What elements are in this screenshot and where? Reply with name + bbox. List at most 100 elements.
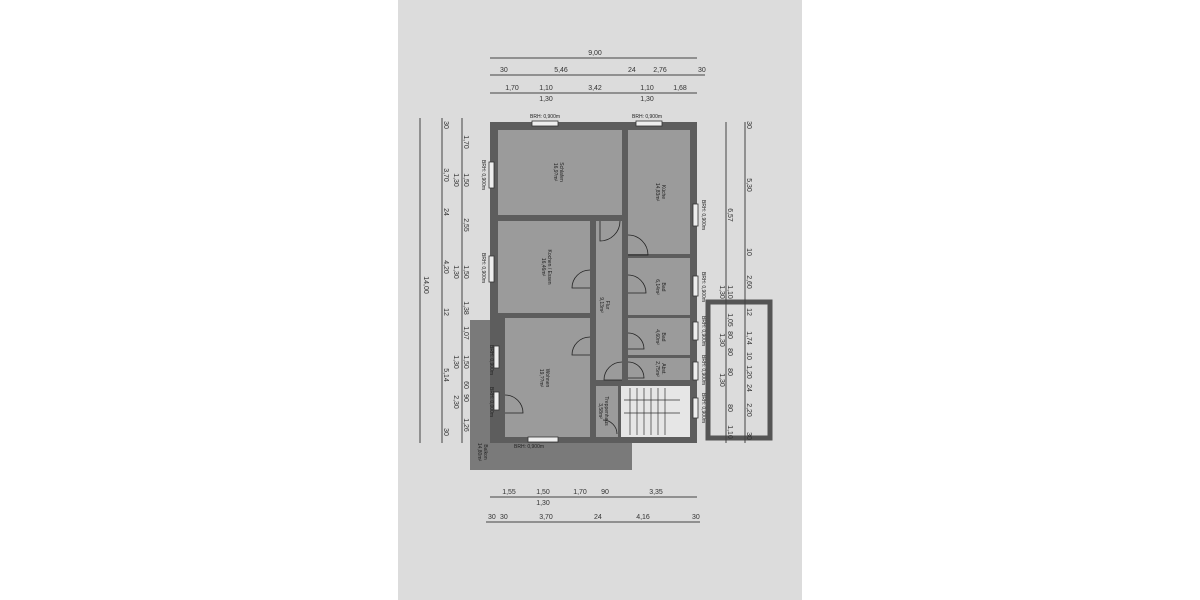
svg-text:24: 24 <box>745 384 752 392</box>
svg-text:1,07: 1,07 <box>462 326 469 340</box>
svg-text:1,05: 1,05 <box>726 313 733 327</box>
svg-text:9,13m²: 9,13m² <box>598 297 604 313</box>
dimension-lines <box>419 57 746 523</box>
window-labels: BRH: 0,900m BRH: 0,900m BRH: 0,900m BRH:… <box>480 114 706 450</box>
svg-text:3,70: 3,70 <box>442 168 449 182</box>
svg-text:1,20: 1,20 <box>745 365 752 379</box>
svg-text:1,50: 1,50 <box>462 173 469 187</box>
svg-text:3,70: 3,70 <box>539 514 553 521</box>
doors <box>504 220 649 435</box>
room-schlafen <box>498 130 622 215</box>
svg-text:BRH: 0,900m: BRH: 0,900m <box>480 253 486 283</box>
svg-text:1,30: 1,30 <box>718 373 725 387</box>
svg-text:2,75m²: 2,75m² <box>654 361 660 377</box>
room-label: Balkon <box>482 444 488 460</box>
svg-text:1,30: 1,30 <box>452 265 459 279</box>
balcony <box>705 299 773 441</box>
svg-text:1,55: 1,55 <box>502 489 516 496</box>
svg-text:1,30: 1,30 <box>452 355 459 369</box>
svg-text:5,30: 5,30 <box>745 178 752 192</box>
svg-text:1,10: 1,10 <box>726 425 733 439</box>
svg-text:60: 60 <box>462 381 469 389</box>
svg-text:90: 90 <box>462 394 469 402</box>
svg-text:BRH: 0,900m: BRH: 0,900m <box>700 272 706 302</box>
svg-text:1,30: 1,30 <box>718 285 725 299</box>
svg-text:80: 80 <box>726 404 733 412</box>
room-label: Wohnen <box>544 369 550 388</box>
svg-text:30: 30 <box>500 514 508 521</box>
svg-text:1,30: 1,30 <box>536 500 550 507</box>
svg-text:6,14m²: 6,14m² <box>654 279 660 295</box>
svg-text:30: 30 <box>488 514 496 521</box>
room-label: Treppenhaus <box>603 396 609 426</box>
stair-steps <box>624 388 680 435</box>
room-label: Kochen / Essen <box>546 249 552 284</box>
svg-text:5,46: 5,46 <box>554 67 568 74</box>
room-label: Bad <box>660 333 666 342</box>
svg-text:30: 30 <box>745 121 752 129</box>
svg-text:1,38: 1,38 <box>462 301 469 315</box>
svg-text:2,30: 2,30 <box>452 395 459 409</box>
svg-text:90: 90 <box>601 489 609 496</box>
staircase <box>621 386 690 437</box>
svg-text:1,70: 1,70 <box>573 489 587 496</box>
svg-text:10: 10 <box>745 352 752 360</box>
svg-text:24: 24 <box>628 67 636 74</box>
svg-text:30: 30 <box>442 121 449 129</box>
room-wohnen <box>505 318 590 437</box>
svg-text:30: 30 <box>698 67 706 74</box>
svg-text:BRH: 0,900m: BRH: 0,900m <box>530 114 560 120</box>
svg-text:12: 12 <box>442 308 449 316</box>
svg-text:6,57: 6,57 <box>726 208 733 222</box>
room-label: Schlafen <box>558 162 564 182</box>
svg-text:4,20: 4,20 <box>442 260 449 274</box>
svg-text:1,70: 1,70 <box>462 135 469 149</box>
svg-text:1,70: 1,70 <box>505 85 519 92</box>
svg-text:BRH: 0,900m: BRH: 0,900m <box>632 114 662 120</box>
svg-text:80: 80 <box>726 368 733 376</box>
svg-text:14,00: 14,00 <box>422 276 429 294</box>
svg-text:5,14: 5,14 <box>442 368 449 382</box>
dimension-texts-bottom: 1,55 1,50 1,30 1,70 90 3,35 30 30 3,70 2… <box>488 489 700 521</box>
svg-text:30: 30 <box>500 67 508 74</box>
dimension-texts-left: 14,00 30 3,70 24 4,20 12 5,14 30 1,70 1,… <box>422 121 469 436</box>
svg-text:BRH: 0,900m: BRH: 0,900m <box>700 316 706 346</box>
svg-text:30: 30 <box>692 514 700 521</box>
svg-text:1,26: 1,26 <box>462 418 469 432</box>
svg-text:BRH: 0,000m: BRH: 0,000m <box>488 387 494 417</box>
svg-text:24: 24 <box>442 208 449 216</box>
svg-text:4,60m²: 4,60m² <box>654 329 660 345</box>
svg-text:BRH: 0,900m: BRH: 0,900m <box>700 355 706 385</box>
dimension-texts-right: 6,57 1,10 1,30 1,05 80 1,30 80 80 1,30 8… <box>718 121 752 440</box>
svg-text:2,60: 2,60 <box>745 275 752 289</box>
svg-text:2,20: 2,20 <box>745 403 752 417</box>
svg-text:1,30: 1,30 <box>640 96 654 103</box>
svg-text:BRH: 0,900m: BRH: 0,900m <box>514 444 544 450</box>
room-kueche <box>628 130 690 254</box>
svg-text:3,42: 3,42 <box>588 85 602 92</box>
svg-text:24: 24 <box>594 514 602 521</box>
svg-text:10: 10 <box>745 248 752 256</box>
svg-text:80: 80 <box>726 331 733 339</box>
svg-text:16,46m²: 16,46m² <box>540 258 546 277</box>
svg-text:14,83m²: 14,83m² <box>654 183 660 202</box>
room-kochen-essen <box>498 221 590 313</box>
svg-text:1,50: 1,50 <box>462 265 469 279</box>
svg-text:2,55: 2,55 <box>462 218 469 232</box>
svg-text:1,30: 1,30 <box>452 173 459 187</box>
svg-text:4,16: 4,16 <box>636 514 650 521</box>
svg-text:1,68: 1,68 <box>673 85 687 92</box>
svg-text:3,35: 3,35 <box>649 489 663 496</box>
svg-text:1,10: 1,10 <box>640 85 654 92</box>
room-label: Küche <box>660 185 666 199</box>
svg-text:1,74: 1,74 <box>745 331 752 345</box>
svg-text:1,30: 1,30 <box>539 96 553 103</box>
room-label: Abst. <box>660 363 666 374</box>
svg-text:BRH: 0,900m: BRH: 0,900m <box>488 345 494 375</box>
svg-text:1,30: 1,30 <box>718 333 725 347</box>
room-label: Bad <box>660 283 666 292</box>
svg-text:14,80m²: 14,80m² <box>476 443 482 462</box>
svg-text:BRH: 0,900m: BRH: 0,900m <box>700 393 706 423</box>
svg-text:16,9?m²: 16,9?m² <box>552 163 558 182</box>
